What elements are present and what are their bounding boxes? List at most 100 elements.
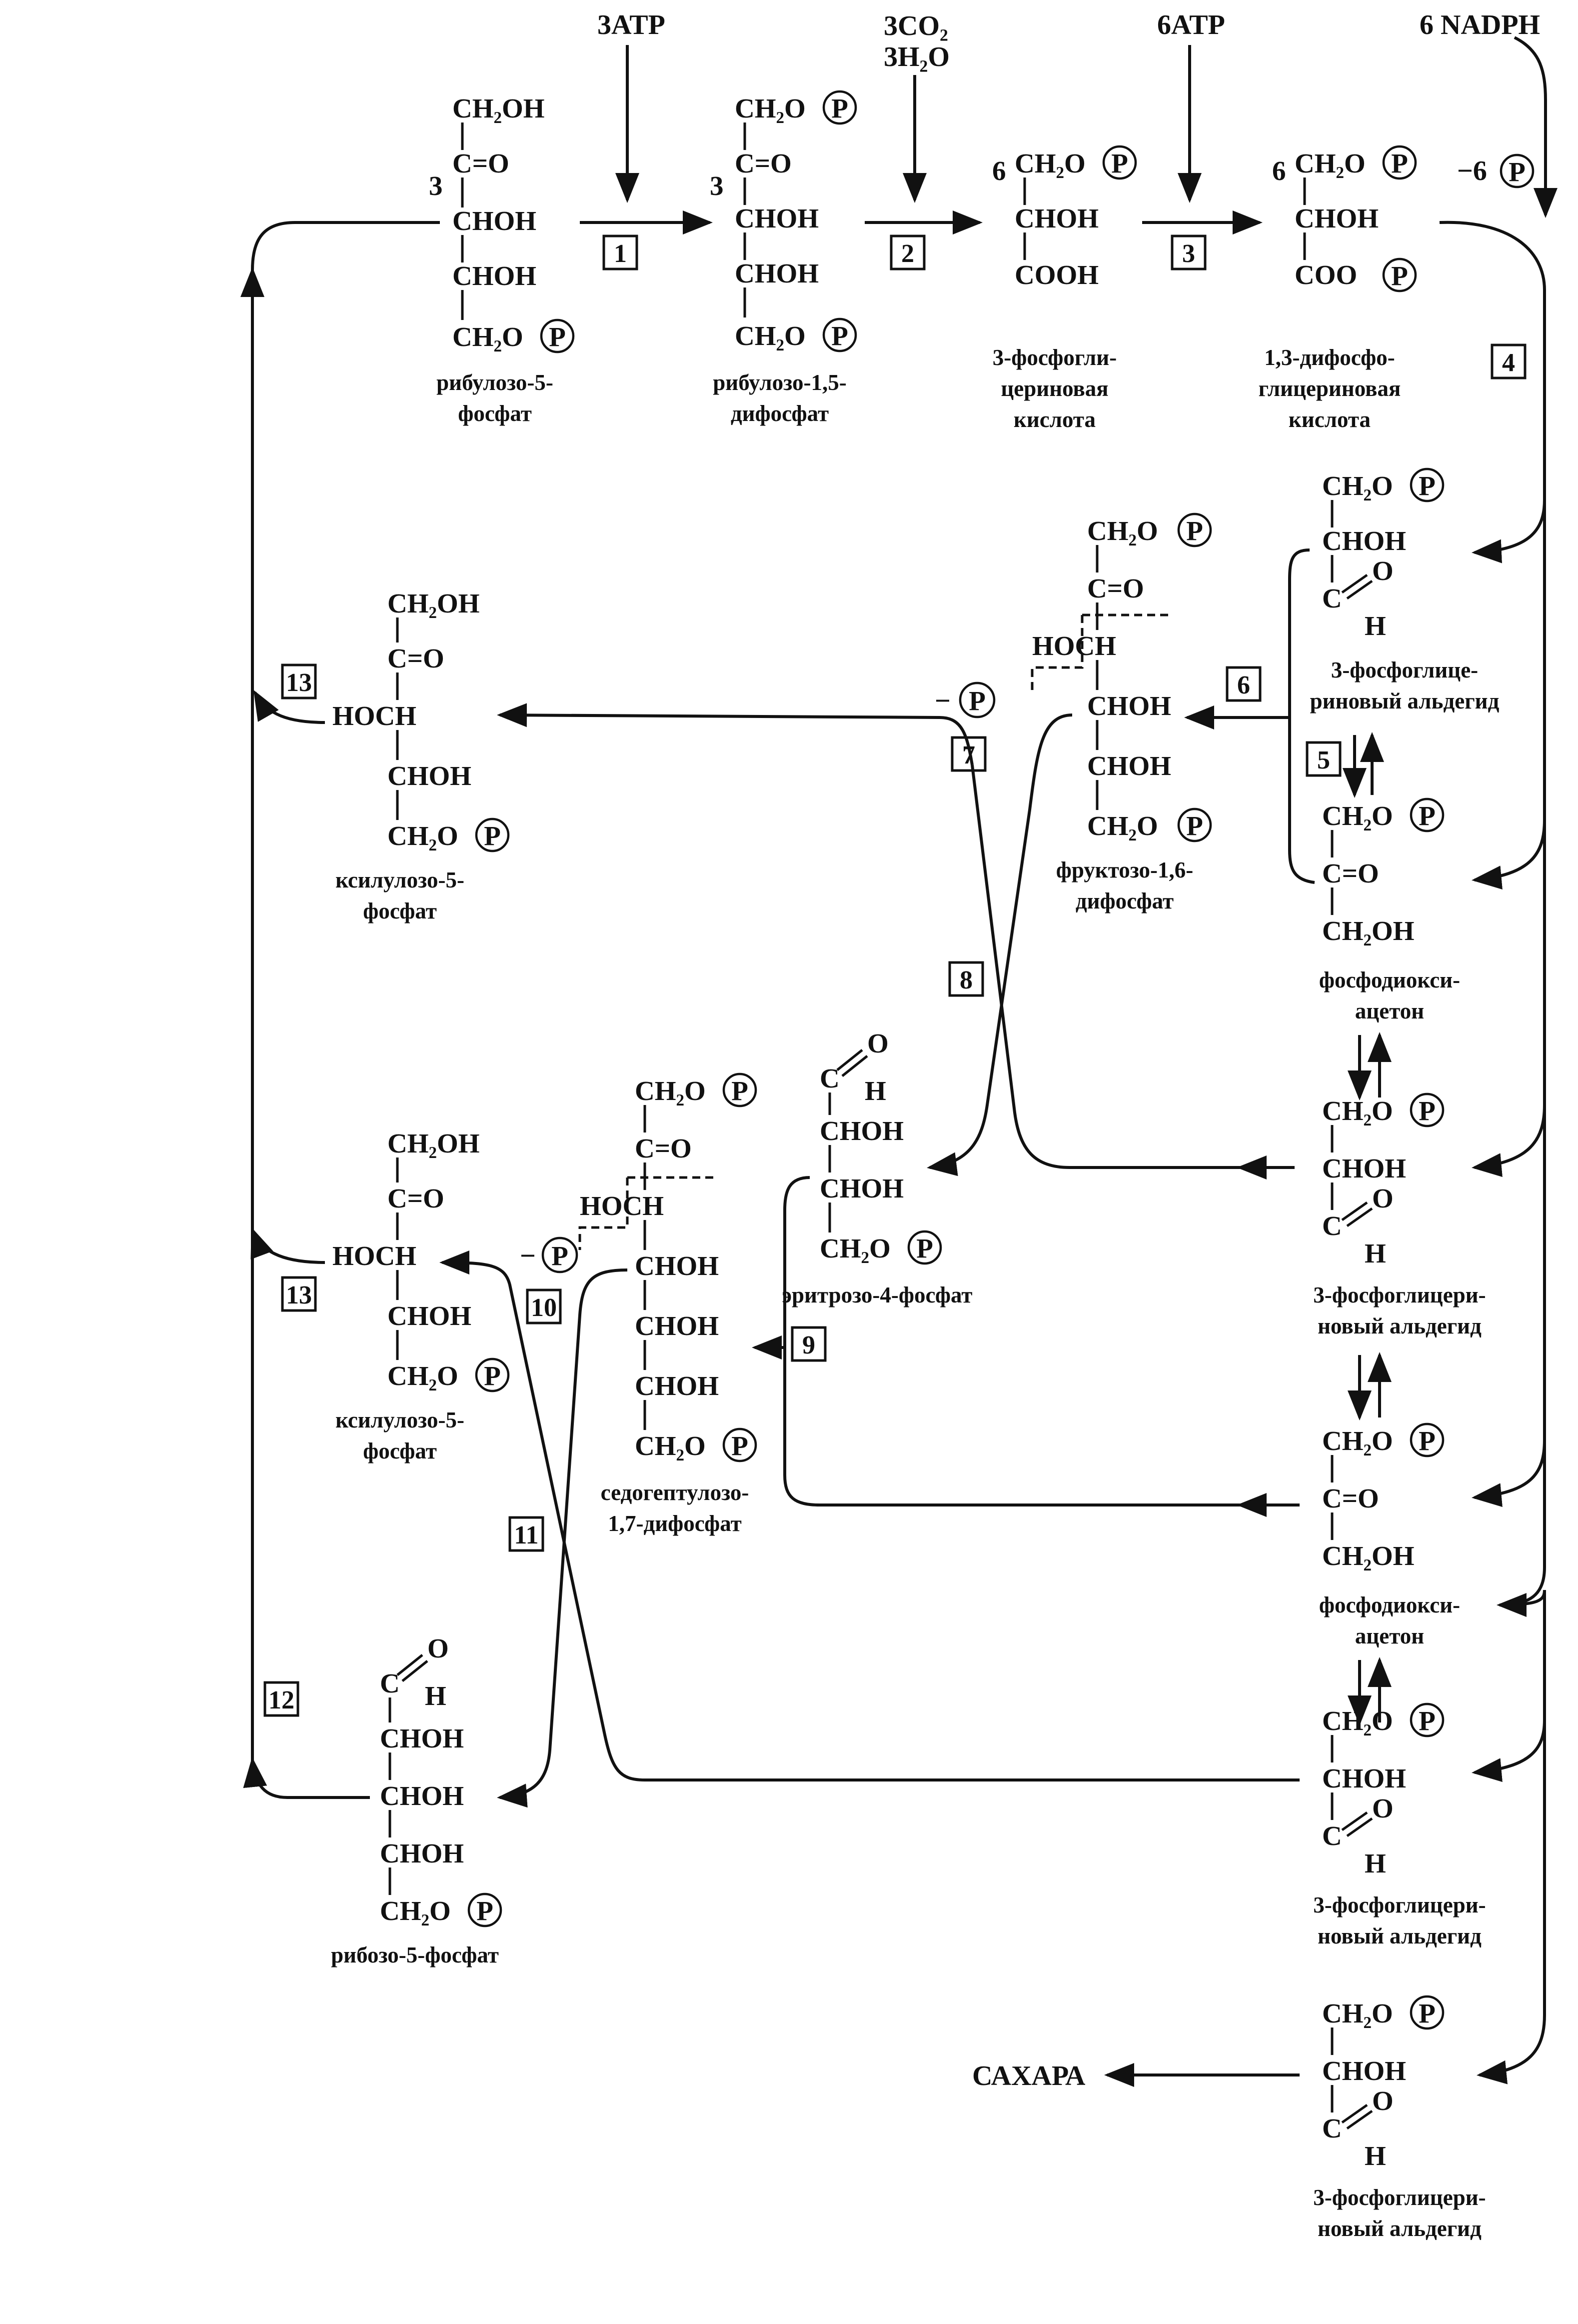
svg-text:O: O bbox=[1372, 556, 1394, 586]
phosphate-icon: P bbox=[1419, 1096, 1436, 1126]
phosphate-icon: P bbox=[484, 820, 501, 851]
svg-text:CHOH: CHOH bbox=[1322, 526, 1406, 556]
input-co2: 3CO₂ bbox=[884, 10, 948, 42]
svg-text:O: O bbox=[427, 1633, 449, 1664]
svg-text:фосфат: фосфат bbox=[363, 1438, 437, 1464]
step-12: 12 bbox=[268, 1686, 294, 1714]
sedoheptulose-1-7-bisphosphate: CH₂O P C=O HOCH CHOH CHOH CHOH CH₂O P се… bbox=[580, 1072, 757, 1536]
ribulose-1-5-bisphosphate: 3 CH₂O P C=O CHOH CHOH CH₂O P рибулозо-1… bbox=[710, 90, 857, 426]
svg-text:фосфодиокси-: фосфодиокси- bbox=[1319, 968, 1460, 992]
phosphate-icon: P bbox=[731, 1430, 748, 1461]
svg-text:риновый альдегид: риновый альдегид bbox=[1310, 688, 1500, 714]
svg-text:CHOH: CHOH bbox=[1322, 1153, 1406, 1184]
svg-text:H: H bbox=[425, 1680, 446, 1711]
phosphate-icon: P bbox=[1509, 156, 1526, 187]
svg-text:CH₂O: CH₂O bbox=[387, 1360, 458, 1391]
step-5: 5 bbox=[1317, 746, 1330, 774]
xylulose-5-phosphate-b: CH₂OH C=O HOCH CHOH CH₂O P ксилулозо-5- … bbox=[332, 1128, 510, 1464]
svg-text:CH₂OH: CH₂OH bbox=[387, 1128, 480, 1158]
phosphate-icon: P bbox=[831, 93, 848, 124]
svg-text:H: H bbox=[1365, 1238, 1386, 1268]
step-4: 4 bbox=[1502, 348, 1515, 377]
svg-text:CHOH: CHOH bbox=[380, 1780, 464, 1811]
phosphate-icon: P bbox=[1419, 1998, 1436, 2028]
svg-text:C=O: C=O bbox=[1322, 858, 1379, 888]
svg-text:CHOH: CHOH bbox=[1295, 203, 1379, 234]
svg-text:CH₂O: CH₂O bbox=[380, 1896, 451, 1926]
svg-text:CH₂O: CH₂O bbox=[387, 820, 458, 851]
svg-text:CH₂O: CH₂O bbox=[1322, 1096, 1393, 1126]
step-1: 1 bbox=[614, 240, 627, 268]
svg-text:CH₂O: CH₂O bbox=[1087, 810, 1158, 841]
svg-text:COOH: COOH bbox=[1015, 260, 1099, 290]
svg-text:CHOH: CHOH bbox=[452, 206, 536, 236]
svg-text:кислота: кислота bbox=[1289, 407, 1371, 432]
svg-text:CHOH: CHOH bbox=[380, 1723, 464, 1754]
svg-text:фосфодиокси-: фосфодиокси- bbox=[1319, 1592, 1460, 1618]
svg-text:H: H bbox=[1365, 610, 1386, 641]
svg-text:H: H bbox=[1365, 2140, 1386, 2171]
input-nadph: 6 NADPH bbox=[1420, 10, 1540, 40]
input-h2o: 3H₂O bbox=[884, 42, 950, 72]
svg-text:новый альдегид: новый альдегид bbox=[1318, 1924, 1482, 1948]
svg-text:C=O: C=O bbox=[635, 1133, 692, 1164]
svg-text:CHOH: CHOH bbox=[735, 258, 819, 288]
svg-text:рибулозо-5-: рибулозо-5- bbox=[436, 370, 553, 395]
phosphate-icon: P bbox=[484, 1360, 501, 1391]
svg-text:CH₂O: CH₂O bbox=[1322, 470, 1393, 501]
phosphate-icon: P bbox=[1419, 470, 1436, 501]
phosphate-icon: P bbox=[1419, 1706, 1436, 1736]
glyceraldehyde-3-phosphate-3: CH₂O P CHOH C O H 3-фосфоглицери- новый … bbox=[1313, 1702, 1486, 1948]
step-8: 8 bbox=[960, 966, 973, 994]
svg-text:фосфат: фосфат bbox=[363, 898, 437, 924]
step-3: 3 bbox=[1182, 240, 1195, 268]
svg-text:C=O: C=O bbox=[387, 1183, 444, 1214]
phosphate-icon: P bbox=[549, 322, 566, 352]
svg-text:O: O bbox=[1372, 1793, 1394, 1824]
dihydroxyacetone-phosphate-2: CH₂O P C=O CH₂OH фосфодиокси- ацетон bbox=[1319, 1422, 1460, 1648]
input-3atp: 3ATP bbox=[597, 10, 665, 40]
phosphate-icon: P bbox=[551, 1240, 568, 1271]
phosphate-icon: P bbox=[1111, 148, 1128, 178]
1-3-bisphosphoglyceric-acid: 6 CH₂O P CHOH COO P 1,3-дифосфо- глицери… bbox=[1259, 145, 1417, 432]
svg-text:C: C bbox=[820, 1063, 840, 1094]
step-13: 13 bbox=[286, 1281, 312, 1310]
svg-text:C: C bbox=[1322, 1210, 1342, 1241]
svg-text:ацетон: ацетон bbox=[1355, 998, 1424, 1024]
dihydroxyacetone-phosphate-1: CH₂O P C=O CH₂OH фосфодиокси- ацетон bbox=[1319, 798, 1460, 1024]
svg-text:CH₂OH: CH₂OH bbox=[1322, 916, 1415, 946]
svg-text:ацетон: ацетон bbox=[1355, 1624, 1424, 1648]
svg-text:C=O: C=O bbox=[1087, 573, 1144, 604]
svg-text:C: C bbox=[1322, 2113, 1342, 2144]
svg-text:H: H bbox=[865, 1076, 886, 1106]
svg-text:COO: COO bbox=[1295, 260, 1357, 290]
svg-text:CHOH: CHOH bbox=[635, 1370, 719, 1401]
svg-text:эритрозо-4-фосфат: эритрозо-4-фосфат bbox=[782, 1282, 973, 1308]
phosphate-icon: P bbox=[969, 686, 986, 716]
svg-text:C=O: C=O bbox=[387, 643, 444, 674]
3-phosphoglyceric-acid: 6 CH₂O P CHOH COOH 3-фосфогли- цериновая… bbox=[992, 145, 1137, 432]
step-13: 13 bbox=[286, 668, 312, 697]
phosphate-icon: P bbox=[1391, 260, 1408, 291]
svg-text:фруктозо-1,6-: фруктозо-1,6- bbox=[1056, 858, 1194, 882]
svg-text:HOCH: HOCH bbox=[332, 1240, 416, 1271]
svg-text:CH₂O: CH₂O bbox=[635, 1430, 706, 1461]
svg-text:CH₂O: CH₂O bbox=[1295, 148, 1366, 178]
step-2: 2 bbox=[901, 240, 914, 268]
svg-text:CH₂O: CH₂O bbox=[735, 320, 806, 351]
svg-text:новый альдегид: новый альдегид bbox=[1318, 2216, 1482, 2241]
svg-text:новый альдегид: новый альдегид bbox=[1318, 1314, 1482, 1338]
phosphate-icon: P bbox=[831, 320, 848, 351]
glyceraldehyde-3-phosphate-1: CH₂O P CHOH C O H 3-фосфоглице- риновый … bbox=[1310, 468, 1500, 714]
svg-text:3: 3 bbox=[429, 170, 443, 201]
svg-text:O: O bbox=[1372, 1183, 1394, 1214]
step-6: 6 bbox=[1237, 671, 1250, 700]
svg-text:3-фосфоглицери-: 3-фосфоглицери- bbox=[1313, 1892, 1486, 1918]
svg-text:CH₂O: CH₂O bbox=[735, 93, 806, 124]
svg-text:CHOH: CHOH bbox=[380, 1838, 464, 1868]
phosphate-icon: P bbox=[1391, 148, 1408, 178]
svg-text:CHOH: CHOH bbox=[387, 1300, 471, 1331]
svg-text:CH₂O: CH₂O bbox=[635, 1076, 706, 1106]
svg-text:C: C bbox=[1322, 1820, 1342, 1851]
svg-text:CH₂O: CH₂O bbox=[1015, 148, 1086, 178]
